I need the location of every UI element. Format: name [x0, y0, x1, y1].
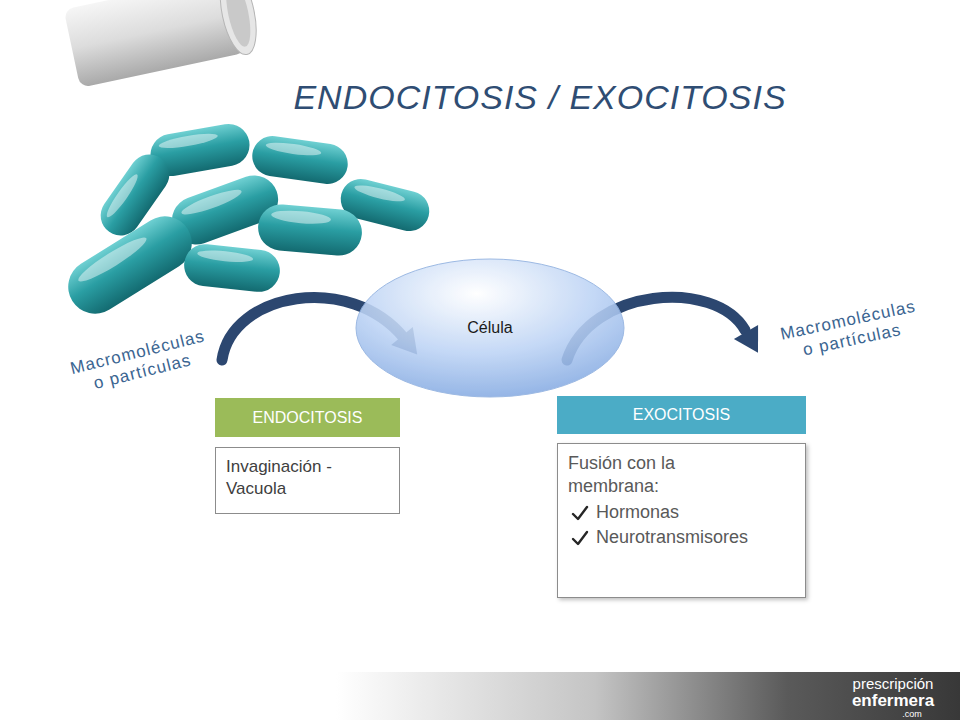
- check-mark: [570, 528, 590, 548]
- side-label: Macromoléculas o partículas: [68, 326, 211, 397]
- body-text: Fusión con la membrana:: [568, 452, 718, 499]
- pill-bottle: [63, 0, 262, 90]
- header-text: EXOCITOSIS: [633, 406, 731, 424]
- header-box: EXOCITOSIS: [557, 396, 806, 434]
- text-box: Fusión con la membrana:HormonasNeurotran…: [557, 443, 806, 598]
- header-text: ENDOCITOSIS: [253, 409, 363, 427]
- list-item: Neurotransmisores: [568, 526, 795, 549]
- text-box: Invaginación - Vacuola: [215, 447, 400, 514]
- header-box: ENDOCITOSIS: [215, 398, 400, 437]
- footer-bar: [0, 672, 960, 720]
- cell-ellipse: Célula: [355, 258, 625, 398]
- logo-text: prescripción: [853, 675, 934, 692]
- body-text: Invaginación - Vacuola: [226, 456, 389, 500]
- cell-label: Célula: [467, 319, 512, 337]
- logo-text: enfermera: [852, 691, 934, 711]
- logo-text: .com: [902, 709, 922, 719]
- slide-title: ENDOCITOSIS / EXOCITOSIS: [240, 78, 840, 117]
- list-item: Hormonas: [568, 501, 795, 524]
- side-label: Macromoléculas o partículas: [779, 297, 922, 364]
- check-mark: [570, 503, 590, 523]
